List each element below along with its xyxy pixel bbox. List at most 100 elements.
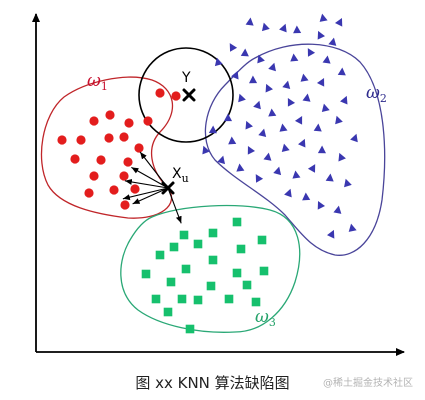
class3-point (169, 242, 179, 252)
class3-point (151, 294, 161, 304)
class2-point (236, 163, 245, 172)
class2-point (281, 143, 290, 152)
class1-point (143, 116, 153, 126)
class2-point (245, 120, 253, 130)
class2-point (335, 115, 343, 125)
class2-point (282, 80, 291, 89)
class1-point (130, 184, 140, 194)
class2-point (214, 57, 223, 67)
neighbor-arrow (124, 178, 169, 189)
class1-point (120, 200, 130, 210)
class1-boundary (40, 76, 174, 219)
class2-point (273, 166, 282, 176)
class2-point (322, 55, 331, 64)
class1-point (104, 133, 114, 143)
class1-point (119, 171, 129, 181)
neighbor-arrow (122, 187, 169, 201)
class3-point (177, 294, 187, 304)
neighbor-arrow (167, 187, 182, 224)
class1-point (76, 135, 86, 145)
class1-point (134, 143, 144, 153)
class3-label: ω3 (255, 307, 276, 329)
class2-point (316, 77, 325, 87)
class2-point (337, 67, 346, 76)
class2-point (258, 128, 267, 138)
class1-point (57, 135, 67, 145)
class2-point (240, 48, 249, 57)
class3-boundary (120, 204, 301, 333)
class3-point (163, 307, 173, 317)
class2-point (321, 103, 330, 113)
class2-point (253, 100, 261, 110)
class3-point (179, 230, 189, 240)
class2-point (302, 192, 311, 201)
class3-point (236, 244, 246, 254)
class1-point (155, 88, 165, 98)
knn-diagram: ω1 ω2 ω3 Y Xu (32, 13, 405, 356)
class3-point (193, 239, 203, 249)
class2-point (223, 113, 233, 122)
watermark: @稀土掘金技术社区 (323, 378, 413, 389)
class2-point (307, 48, 316, 57)
figure-caption: 图 xx KNN 算法缺陷图 (135, 374, 290, 392)
class3-point (232, 217, 242, 227)
class1-point (109, 185, 119, 195)
class2-boundary (204, 43, 386, 256)
class2-point (268, 108, 277, 117)
class2-point (307, 164, 316, 173)
class2-point (317, 145, 326, 154)
class2-point (208, 125, 217, 134)
class2-point (317, 30, 326, 40)
class2-point (245, 17, 254, 26)
class3-point (166, 277, 176, 287)
class1-point (84, 188, 94, 198)
class2-point (294, 116, 303, 125)
class2-point (319, 13, 328, 22)
class2-point (333, 205, 342, 214)
class3-point (193, 295, 203, 305)
class2-point (298, 138, 306, 148)
class2-point (228, 136, 237, 145)
class1-point (124, 118, 134, 128)
class2-point (202, 145, 210, 155)
class2-point (257, 54, 265, 64)
class3-point (242, 280, 252, 290)
class3-point (155, 250, 165, 260)
y-query-marker (182, 88, 196, 102)
class2-point (350, 133, 358, 143)
class1-point (105, 110, 115, 120)
y-query-label: Y (181, 70, 191, 86)
class1-points (57, 88, 181, 210)
class2-point (290, 53, 299, 62)
class3-point (208, 255, 218, 265)
class2-point (344, 178, 352, 188)
class2-point (249, 75, 258, 84)
class1-point (70, 154, 80, 164)
class2-point (328, 37, 337, 46)
class2-point (300, 73, 309, 82)
xu-query-label: Xu (172, 166, 189, 185)
class1-point (119, 132, 129, 142)
class1-label: ω1 (87, 71, 108, 93)
class2-point (287, 98, 296, 107)
class3-point (208, 228, 218, 238)
class2-point (302, 93, 311, 102)
class2-label: ω2 (366, 83, 387, 105)
class3-point (206, 281, 216, 291)
class2-point (334, 17, 343, 27)
class2-point (317, 200, 326, 210)
class2-point (263, 152, 272, 161)
class2-point (217, 155, 226, 165)
class2-point (265, 83, 273, 93)
class3-point (181, 264, 191, 274)
class2-point (238, 93, 246, 103)
class2-point (284, 188, 292, 198)
y-query-circle (138, 47, 234, 143)
class3-point (185, 324, 195, 334)
class2-point (325, 173, 334, 182)
class2-point (338, 152, 346, 162)
class1-point (171, 91, 181, 101)
class2-point (348, 223, 357, 232)
class3-point (224, 294, 234, 304)
